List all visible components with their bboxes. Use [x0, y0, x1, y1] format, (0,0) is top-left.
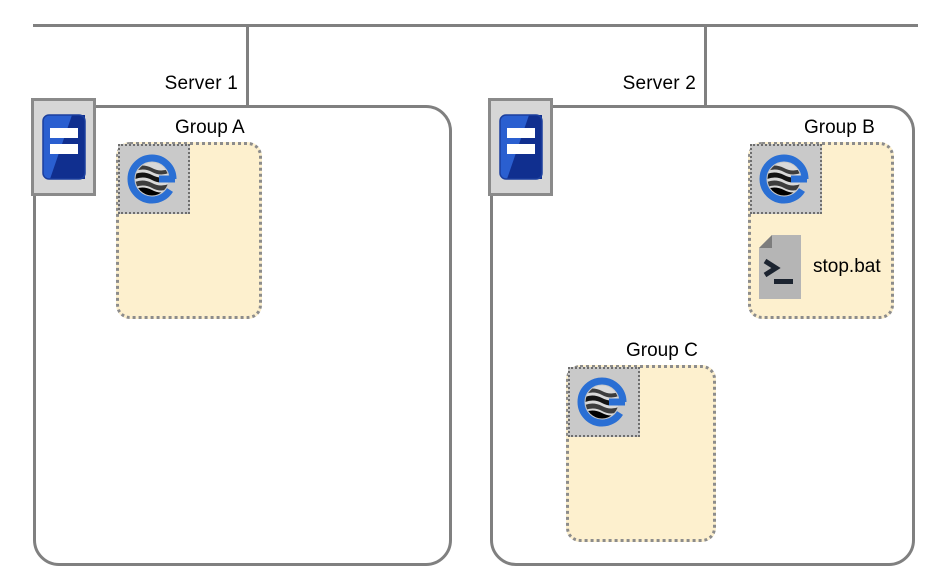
group-a-label: Group A [175, 117, 245, 138]
server-2-drop-line [704, 25, 707, 107]
server-machine-icon-1 [31, 98, 96, 196]
glassfish-glyph [577, 377, 627, 427]
server-machine-glyph [498, 114, 543, 180]
server-machine-icon-2 [488, 98, 553, 196]
server-machine-glyph [41, 114, 86, 180]
group-b-label: Group B [804, 117, 875, 138]
group-c-label: Group C [626, 340, 698, 361]
glassfish-glyph [127, 154, 177, 204]
glassfish-icon-a[interactable] [118, 144, 190, 214]
bus-horizontal-line [33, 24, 918, 27]
glassfish-icon-b[interactable] [750, 144, 822, 214]
server-1-drop-line [246, 25, 249, 107]
glassfish-glyph [759, 154, 809, 204]
bat-file-icon [759, 235, 801, 299]
glassfish-icon-c[interactable] [568, 367, 640, 437]
server-1-label: Server 1 [164, 73, 238, 94]
stop-bat-label: stop.bat [813, 256, 881, 277]
server-2-label: Server 2 [622, 73, 696, 94]
stop-bat-item[interactable]: stop.bat [758, 234, 881, 300]
